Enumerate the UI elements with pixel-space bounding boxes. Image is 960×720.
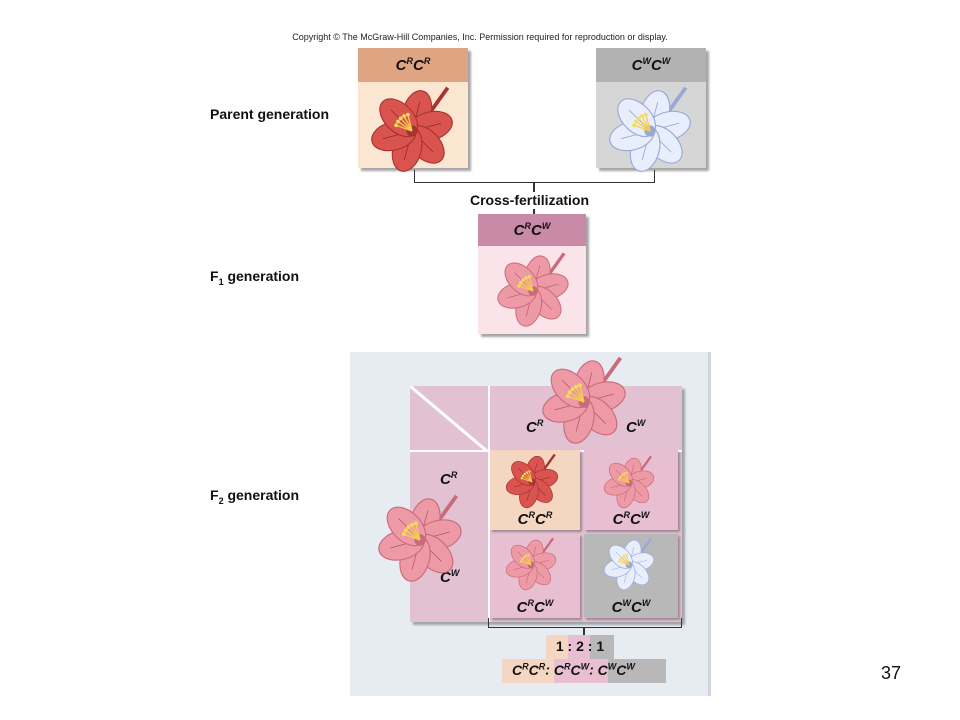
gamete-allele: CW <box>626 418 646 436</box>
gamete-label-left-white: CW <box>440 568 459 586</box>
cell-white-flower <box>600 536 658 599</box>
allele: CW <box>570 661 590 678</box>
ratio-separator: : <box>545 661 554 678</box>
ratio-bar-white <box>590 635 614 659</box>
allele: CW <box>534 598 554 616</box>
allele: CR <box>512 661 529 678</box>
page-number: 37 <box>881 663 902 683</box>
allele: CW <box>631 56 651 74</box>
allele: CR <box>413 56 431 74</box>
gamete-allele: CR <box>526 418 544 436</box>
ratio-bar-red <box>546 635 568 659</box>
gamete-left-flower <box>372 492 468 593</box>
allele: CR <box>612 510 630 528</box>
allele: CW <box>616 661 635 678</box>
cross-connector-bottom <box>533 209 535 217</box>
allele: CR <box>517 510 535 528</box>
copyright-notice: Copyright © The McGraw-Hill Companies, I… <box>292 32 668 42</box>
cell-genotype: CRCR <box>490 510 580 528</box>
gamete-allele: CR <box>440 470 458 488</box>
allele: CR <box>535 510 553 528</box>
cross-fertilization-label: Cross-fertilization <box>470 192 590 208</box>
f2-generation-label: F2 generation <box>210 487 300 506</box>
parent-red-flower <box>365 84 459 183</box>
cell-genotype: CWCW <box>584 598 678 616</box>
ratio-genotype-bar-pink <box>554 659 608 683</box>
allele: CR <box>513 221 531 239</box>
gamete-top-flower <box>536 354 632 455</box>
punnett-divider-vertical <box>488 386 490 622</box>
allele: CW <box>611 598 631 616</box>
ratio-numbers: 1 : 2 : 1 <box>555 638 605 654</box>
gamete-allele: CW <box>440 568 460 586</box>
cell-red-flower <box>502 452 562 517</box>
gamete-label-left-red: CR <box>440 470 457 488</box>
cell-pink-flower-top <box>600 454 658 517</box>
ratio-bar-pink <box>568 635 590 659</box>
ratio-connector <box>583 627 585 635</box>
ratio-genotype-bar-red <box>502 659 554 683</box>
cell-genotype: CRCW <box>490 598 580 616</box>
allele: CW <box>597 661 617 678</box>
ratio-bracket <box>488 618 682 628</box>
ratio-genotypes: CRCR: CRCW: CWCW <box>512 661 635 678</box>
gamete-label-top-white: CW <box>626 418 645 436</box>
allele: CR <box>528 661 546 678</box>
cross-connector-top <box>533 182 535 192</box>
ratio-separator: : <box>589 661 598 678</box>
f1-pink-flower <box>492 250 574 337</box>
allele: CW <box>630 510 650 528</box>
allele: CR <box>395 56 413 74</box>
parent-white-flower <box>603 84 697 183</box>
cell-genotype: CRCW <box>584 510 678 528</box>
cell-pink-flower-bottom <box>502 536 560 599</box>
punnett-corner-diagonal <box>410 386 488 452</box>
f1-generation-label: F1 generation <box>210 268 300 287</box>
allele: CW <box>631 598 651 616</box>
allele: CR <box>516 598 534 616</box>
gamete-label-top-red: CR <box>526 418 543 436</box>
allele: CW <box>651 56 671 74</box>
allele: CR <box>553 661 571 678</box>
cross-bracket <box>414 170 655 183</box>
parent-generation-label: Parent generation <box>210 106 330 122</box>
allele: CW <box>531 221 551 239</box>
ratio-genotype-bar-white <box>608 659 666 683</box>
